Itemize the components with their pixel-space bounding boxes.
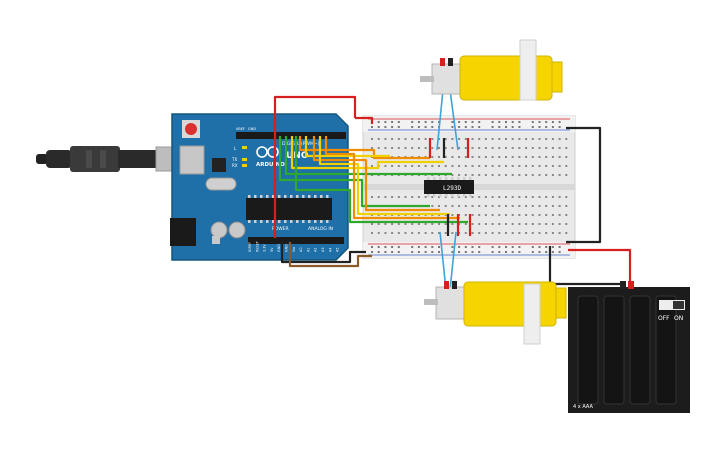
wire-black-rail xyxy=(566,126,602,244)
wire-blue-motor2-a xyxy=(439,231,447,291)
digital-header xyxy=(236,132,346,139)
led-rx-icon xyxy=(242,164,247,167)
arduino-logo-icon xyxy=(256,146,268,158)
dc-motor-top[interactable] xyxy=(420,39,563,101)
wire-black-gnd xyxy=(280,242,366,264)
pin-label: 3.3V xyxy=(263,244,267,252)
wire-yellow-1 xyxy=(304,136,390,158)
pin-label: GND xyxy=(285,244,289,252)
led-rx-label: RX xyxy=(232,163,238,168)
brand-label: ARDUINO xyxy=(256,162,285,168)
led-tx-icon xyxy=(242,158,247,161)
pin-label: A5 xyxy=(336,248,340,252)
wire-red-battery xyxy=(568,248,632,284)
usb-cable xyxy=(36,146,187,172)
pin-label: A2 xyxy=(314,248,318,252)
wire-orange-2 xyxy=(312,136,440,212)
capacitor-2 xyxy=(228,221,246,239)
wire-blue-motor1-b xyxy=(449,89,459,151)
driver-chip-label: L293D xyxy=(443,185,461,192)
led-l-label: L xyxy=(234,146,237,151)
model-label: UNO xyxy=(286,151,309,161)
pin-label: IOREF xyxy=(248,242,252,252)
atmega-chip xyxy=(246,198,332,220)
wire-red-5v xyxy=(355,116,374,124)
pin-label: GND xyxy=(277,244,281,252)
wire-red-5v-board xyxy=(273,95,357,238)
wire-orange-1 xyxy=(298,136,430,160)
battery-pack[interactable]: OFF ON 4 x AAA xyxy=(568,281,690,413)
pin-label: A0 xyxy=(299,248,303,252)
wire-green-3 xyxy=(294,136,468,224)
motor-driver-chip[interactable]: L293D xyxy=(424,177,474,197)
led-tx-label: TX xyxy=(231,157,237,162)
pin-label: Vin xyxy=(292,247,296,252)
regulator xyxy=(212,236,220,244)
wire-yellow-3 xyxy=(318,136,450,216)
switch-off-label: OFF xyxy=(658,315,670,322)
pin-label: A1 xyxy=(306,248,310,252)
aref-label: AREF xyxy=(236,127,245,131)
pin-label: RESET xyxy=(255,240,259,252)
wire-brown xyxy=(288,242,372,268)
battery-switch[interactable] xyxy=(659,300,685,310)
power-jack xyxy=(170,218,196,246)
wire-blue-motor2-b xyxy=(449,231,457,291)
battery-label: 4 x AAA xyxy=(573,404,593,410)
pin-label: A4 xyxy=(328,248,332,252)
wire-blue-motor1-a xyxy=(436,89,444,151)
gnd-label: GND xyxy=(248,127,256,131)
battery-switch-knob[interactable] xyxy=(673,301,684,309)
chip-pins xyxy=(248,195,329,223)
arduino-logo-icon-2 xyxy=(267,146,279,158)
pin-label: A3 xyxy=(321,248,325,252)
crystal xyxy=(205,177,237,191)
usb-socket xyxy=(179,145,205,175)
led-l-icon xyxy=(242,146,247,149)
wire-orange-3 xyxy=(324,136,460,220)
capacitor-1 xyxy=(210,221,228,239)
arduino-board[interactable]: L TX RX ARDUINO UNO DIGITAL (PWM~) POWER… xyxy=(170,113,349,261)
analog-label: ANALOG IN xyxy=(308,226,333,232)
wire-yellow-2 xyxy=(290,136,444,170)
wire-green-2 xyxy=(278,136,430,208)
dc-motor-bottom[interactable] xyxy=(424,281,567,345)
breadboard-holes xyxy=(371,121,568,253)
wire-green-1 xyxy=(284,136,452,176)
power-analog-header xyxy=(248,237,344,244)
switch-on-label: ON xyxy=(674,315,683,322)
usb-chip xyxy=(212,158,226,172)
power-label: POWER xyxy=(272,226,289,232)
reset-button-cap[interactable] xyxy=(185,123,197,135)
pin-label: 5V xyxy=(270,247,274,252)
